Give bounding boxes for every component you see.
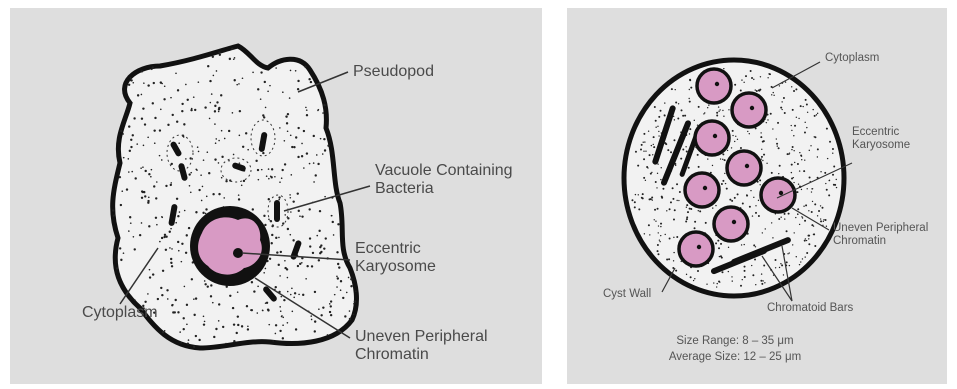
label-cyst-wall: Cyst Wall xyxy=(603,288,651,301)
label-pseudopod: Pseudopod xyxy=(353,63,434,81)
karyosome xyxy=(233,248,243,258)
cyst-nucleus xyxy=(697,69,731,103)
label-cyst-cytoplasm: Cytoplasm xyxy=(825,52,879,65)
cyst-nucleus xyxy=(761,178,795,212)
size-range-text: Size Range: 8 – 35 μm xyxy=(625,334,845,350)
cyst-diagram xyxy=(567,8,947,384)
cyst-panel: Cytoplasm Eccentric Karyosome Uneven Per… xyxy=(567,8,947,384)
cyst-nucleus xyxy=(695,121,729,155)
size-caption: Size Range: 8 – 35 μm Average Size: 12 –… xyxy=(625,334,845,365)
trophozoite-panel: Pseudopod Vacuole Containing Bacteria Ec… xyxy=(10,8,542,384)
bacterium xyxy=(274,200,280,222)
cyst-nucleus xyxy=(679,232,713,266)
cyst-nucleus xyxy=(714,207,748,241)
cyst-nucleus xyxy=(685,173,719,207)
label-vacuole: Vacuole Containing Bacteria xyxy=(375,162,513,199)
cyst-nucleus xyxy=(732,93,766,127)
average-size-text: Average Size: 12 – 25 μm xyxy=(625,350,845,366)
label-karyosome: Eccentric Karyosome xyxy=(355,240,436,277)
label-chromatoid-bars: Chromatoid Bars xyxy=(767,302,853,315)
cyst-nucleus xyxy=(727,151,761,185)
label-cytoplasm: Cytoplasm xyxy=(82,304,158,322)
label-cyst-karyosome: Eccentric Karyosome xyxy=(852,126,910,152)
label-cyst-chromatin: Uneven Peripheral Chromatin xyxy=(833,222,928,248)
label-chromatin: Uneven Peripheral Chromatin xyxy=(355,328,488,365)
